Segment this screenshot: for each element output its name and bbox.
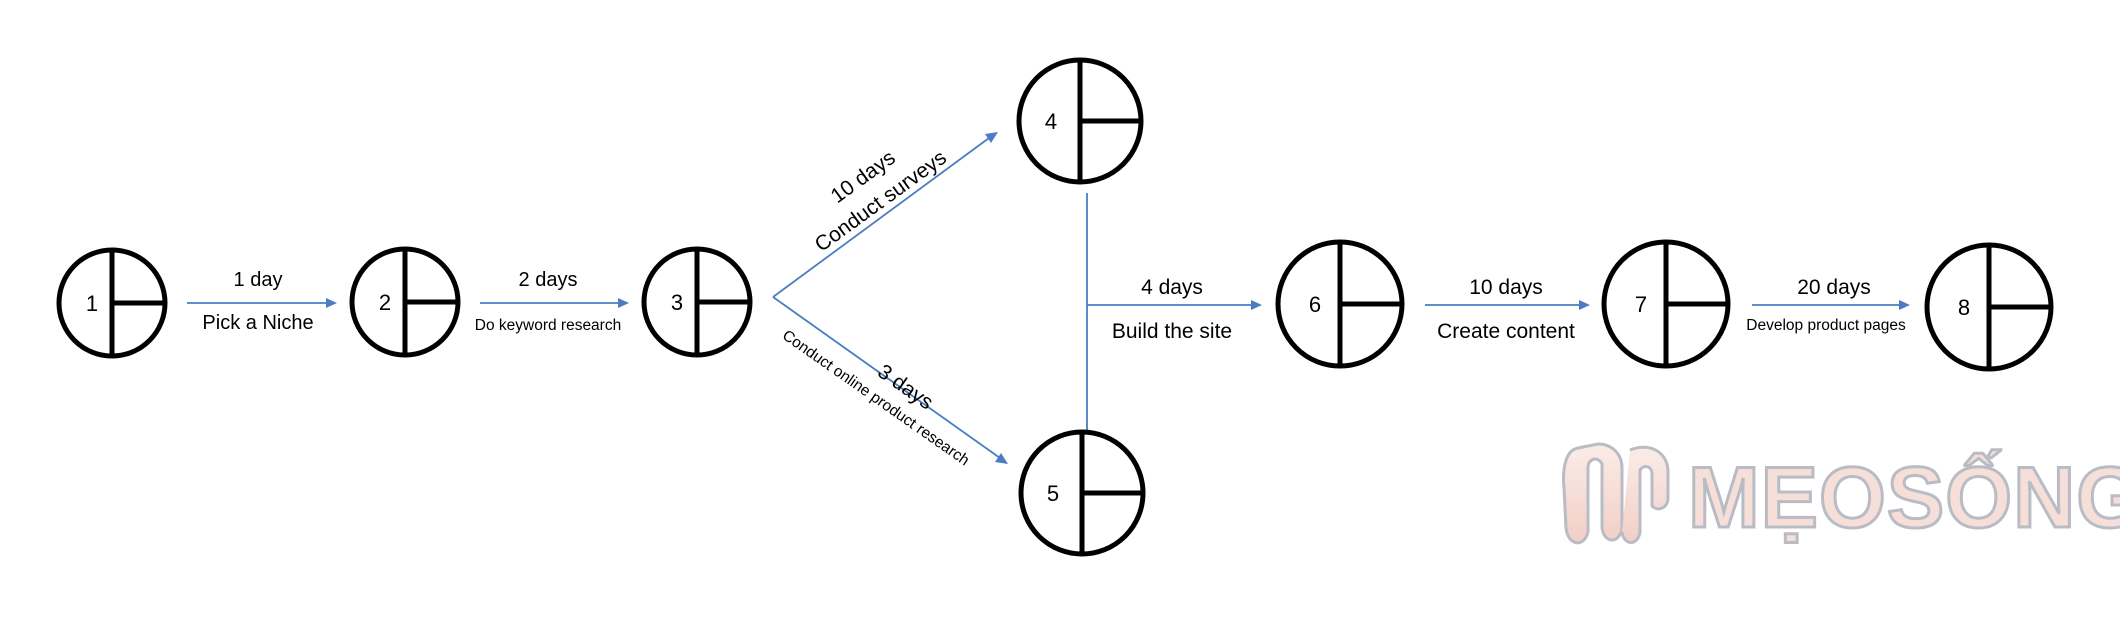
- edge-2-3-duration: 2 days: [519, 269, 578, 291]
- node-3-label: 3: [671, 290, 683, 315]
- edge-6-7-duration: 10 days: [1469, 276, 1543, 299]
- edge-3-5: 3 days Conduct online product research: [772, 296, 1008, 469]
- node-1-label: 1: [86, 291, 98, 316]
- edge-7-8-task: Develop product pages: [1746, 317, 1906, 334]
- edge-2-3-task: Do keyword research: [475, 317, 621, 334]
- node-3: 3: [641, 246, 753, 358]
- node-8: 8: [1924, 242, 2054, 372]
- meosong-logo-icon: [1562, 442, 1670, 545]
- node-7-label: 7: [1635, 292, 1647, 317]
- node-8-label: 8: [1958, 295, 1970, 320]
- edge-3-5-task: Conduct online product research: [779, 327, 972, 469]
- node-5-label: 5: [1047, 481, 1059, 506]
- edge-3-4: 10 days Conduct surveys: [772, 132, 998, 298]
- watermark-text: MẸOSỐNG: [1688, 450, 2120, 546]
- edge-6-7: 10 days Create content: [1425, 276, 1590, 343]
- node-6-label: 6: [1309, 292, 1321, 317]
- edge-1-2: 1 day Pick a Niche: [187, 269, 337, 334]
- edge-6-7-task: Create content: [1437, 320, 1575, 343]
- node-2: 2: [349, 246, 461, 358]
- edge-45-6-duration: 4 days: [1141, 276, 1203, 299]
- node-6: 6: [1275, 239, 1405, 369]
- edge-7-8-duration: 20 days: [1797, 276, 1871, 299]
- watermark: MẸOSỐNG: [1562, 442, 2120, 548]
- node-2-label: 2: [379, 290, 391, 315]
- node-4-label: 4: [1045, 109, 1057, 134]
- edge-1-2-duration: 1 day: [234, 269, 283, 291]
- edge-7-8: 20 days Develop product pages: [1746, 276, 1910, 334]
- edge-2-3: 2 days Do keyword research: [475, 269, 629, 334]
- node-7: 7: [1601, 239, 1731, 369]
- edge-1-2-task: Pick a Niche: [202, 312, 313, 334]
- edge-45-6: 4 days Build the site: [1086, 193, 1262, 432]
- node-1: 1: [56, 247, 168, 359]
- node-5: 5: [1018, 429, 1146, 557]
- edge-45-6-task: Build the site: [1112, 320, 1232, 343]
- node-4: 4: [1016, 57, 1144, 185]
